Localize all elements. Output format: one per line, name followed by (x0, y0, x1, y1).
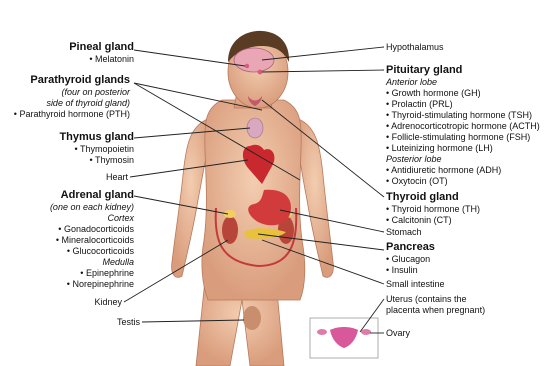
pineal-label-group: Pineal gland • Melatonin (40, 41, 134, 65)
ovary-label: Ovary (386, 328, 410, 339)
parathyroid-item: • Parathyroid hormone (PTH) (0, 109, 130, 120)
anterior-item-3: • Thyroid-stimulating hormone (TSH) (386, 110, 540, 121)
pineal-item: • Melatonin (40, 54, 134, 65)
thyroid-item-2: • Calcitonin (CT) (386, 215, 480, 226)
adrenal-cortex: Cortex (30, 213, 134, 224)
left-kidney (222, 216, 238, 244)
adrenal-cortex-item-3: • Glucocorticoids (30, 246, 134, 257)
pituitary-label-group: Pituitary gland Anterior lobe • Growth h… (386, 64, 540, 187)
thymus-item-2: • Thymosin (40, 155, 134, 166)
testis-label: Testis (60, 317, 140, 328)
parathyroid-note-1: (four on posterior (0, 87, 130, 98)
pancreas-item-2: • Insulin (386, 265, 435, 276)
stomach-label: Stomach (386, 227, 422, 238)
pituitary-dot (258, 70, 263, 75)
pituitary-title: Pituitary gland (386, 64, 540, 77)
parathyroid-title: Parathyroid glands (0, 74, 130, 87)
adrenal-medulla-item-1: • Epinephrine (30, 268, 134, 279)
thymus-label-group: Thymus gland • Thymopoietin • Thymosin (40, 131, 134, 166)
adrenal-title: Adrenal gland (30, 189, 134, 202)
adrenal-note: (one on each kidney) (30, 202, 134, 213)
posterior-item-2: • Oxytocin (OT) (386, 176, 540, 187)
thyroid-item-1: • Thyroid hormone (TH) (386, 204, 480, 215)
thyroid-title: Thyroid gland (386, 191, 480, 204)
thymus-item-1: • Thymopoietin (40, 144, 134, 155)
uterus-line-2: placenta when pregnant) (386, 305, 485, 316)
small-intestine-label: Small intestine (386, 279, 445, 290)
pancreas-label-group: Pancreas • Glucagon • Insulin (386, 241, 435, 276)
anterior-item-4: • Adrenocorticotropic hormone (ACTH) (386, 121, 540, 132)
uterus-line-1: Uterus (contains the (386, 294, 485, 305)
posterior-lobe: Posterior lobe (386, 154, 540, 165)
adrenal-medulla-item-2: • Norepinephrine (30, 279, 134, 290)
posterior-item-1: • Antidiuretic hormone (ADH) (386, 165, 540, 176)
hypothalamus-label: Hypothalamus (386, 42, 444, 53)
kidney-label: Kidney (60, 297, 122, 308)
ovary-left (317, 329, 327, 335)
parathyroid-note-2: side of thyroid gland) (0, 98, 130, 109)
pancreas-title: Pancreas (386, 241, 435, 254)
pineal-dot (245, 64, 249, 68)
anterior-item-5: • Follicle-stimulating hormone (FSH) (386, 132, 540, 143)
adrenal-label-group: Adrenal gland (one on each kidney) Corte… (30, 189, 134, 290)
anterior-lobe: Anterior lobe (386, 77, 540, 88)
pineal-title: Pineal gland (40, 41, 134, 54)
adrenal-medulla: Medulla (30, 257, 134, 268)
anterior-item-2: • Prolactin (PRL) (386, 99, 540, 110)
anterior-item-1: • Growth hormone (GH) (386, 88, 540, 99)
parathyroid-label-group: Parathyroid glands (four on posterior si… (0, 74, 130, 120)
uterus-label-group: Uterus (contains the placenta when pregn… (386, 294, 485, 316)
thymus-title: Thymus gland (40, 131, 134, 144)
brain (234, 48, 274, 72)
adrenal-cortex-item-2: • Mineralocorticoids (30, 235, 134, 246)
ovary-right (361, 329, 371, 335)
adrenal-cortex-item-1: • Gonadocorticoids (30, 224, 134, 235)
heart-label: Heart (60, 172, 128, 183)
pancreas-item-1: • Glucagon (386, 254, 435, 265)
thyroid-label-group: Thyroid gland • Thyroid hormone (TH) • C… (386, 191, 480, 226)
testis (243, 306, 261, 330)
anterior-item-6: • Luteinizing hormone (LH) (386, 143, 540, 154)
